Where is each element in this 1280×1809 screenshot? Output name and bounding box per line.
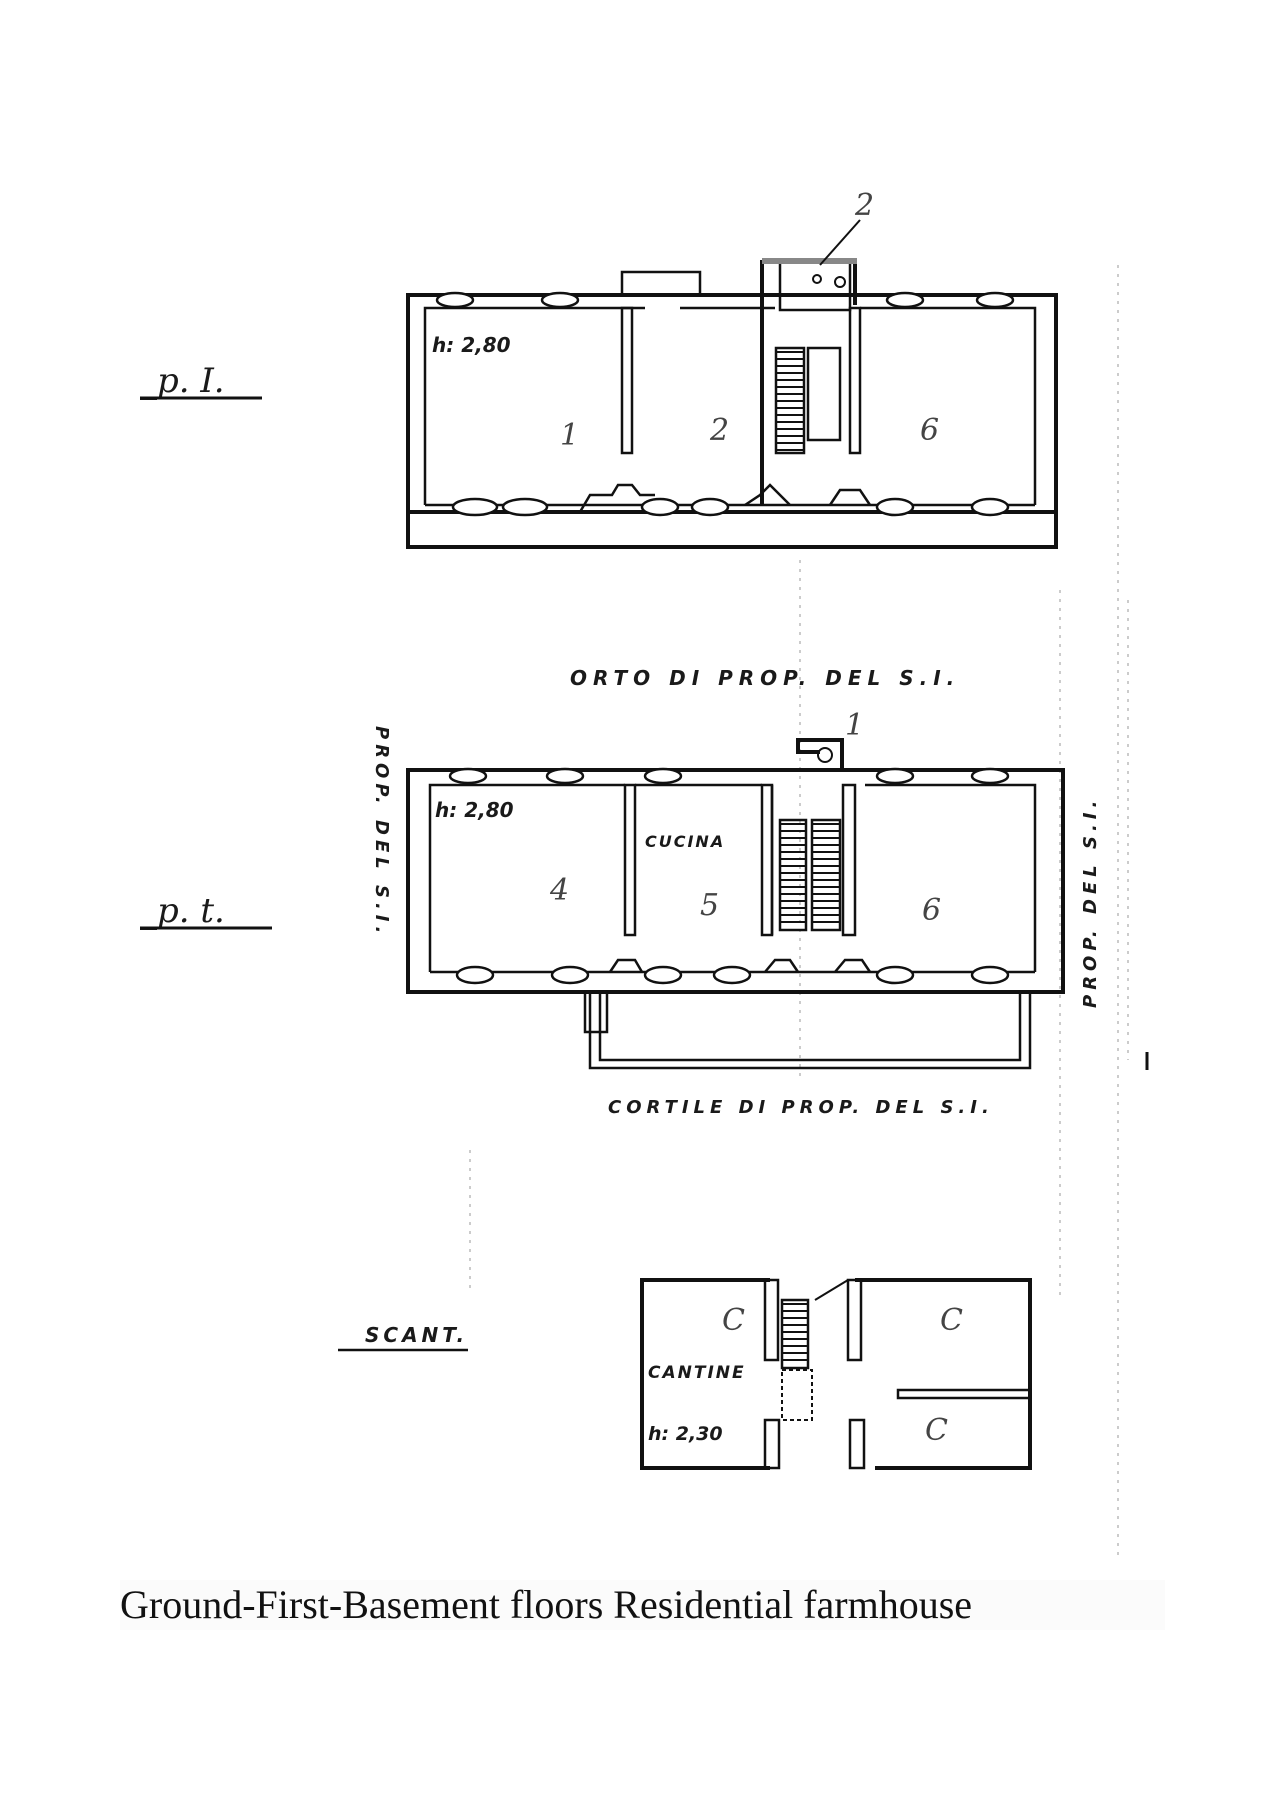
basement-room-mark: C [722, 1303, 745, 1338]
basement-room-mark: C [940, 1303, 963, 1338]
east-site-label: PROP. DEL S.I. [1080, 796, 1101, 1008]
ground-floor-plan [406, 738, 1065, 1070]
first-floor-room-number: 6 [920, 413, 939, 448]
ground-floor-annotation: 1 [845, 708, 864, 743]
first-floor-room-number: 2 [709, 413, 729, 448]
south-site-label: CORTILE DI PROP. DEL S.I. [608, 1097, 994, 1118]
ground-floor-room-number: 5 [700, 888, 719, 923]
ground-floor-room-number: 4 [549, 873, 569, 908]
first-floor-height-note: h: 2,80 [432, 333, 511, 357]
first-floor-annotation: 2 [854, 188, 874, 223]
kitchen-label: CUCINA [645, 832, 725, 851]
cellars-label: CANTINE [648, 1363, 746, 1383]
first-floor-label: _p. I. [140, 361, 225, 401]
north-site-label: ORTO DI PROP. DEL S.I. [570, 666, 960, 690]
ground-floor-height-note: h: 2,80 [435, 798, 514, 822]
basement-label: SCANT. [365, 1323, 468, 1347]
basement-plan [640, 1278, 1032, 1470]
ground-floor-room-number: 6 [922, 893, 941, 928]
ground-floor-label: _p. t. [140, 891, 225, 931]
basement-room-mark: C [925, 1413, 948, 1448]
west-site-label: PROP. DEL S.I. [371, 726, 392, 938]
plan-caption: Ground-First-Basement floors Residential… [120, 1580, 1165, 1630]
basement-height-note: h: 2,30 [648, 1423, 723, 1445]
first-floor-room-number: 1 [560, 418, 579, 453]
first-floor-plan [406, 258, 1058, 549]
